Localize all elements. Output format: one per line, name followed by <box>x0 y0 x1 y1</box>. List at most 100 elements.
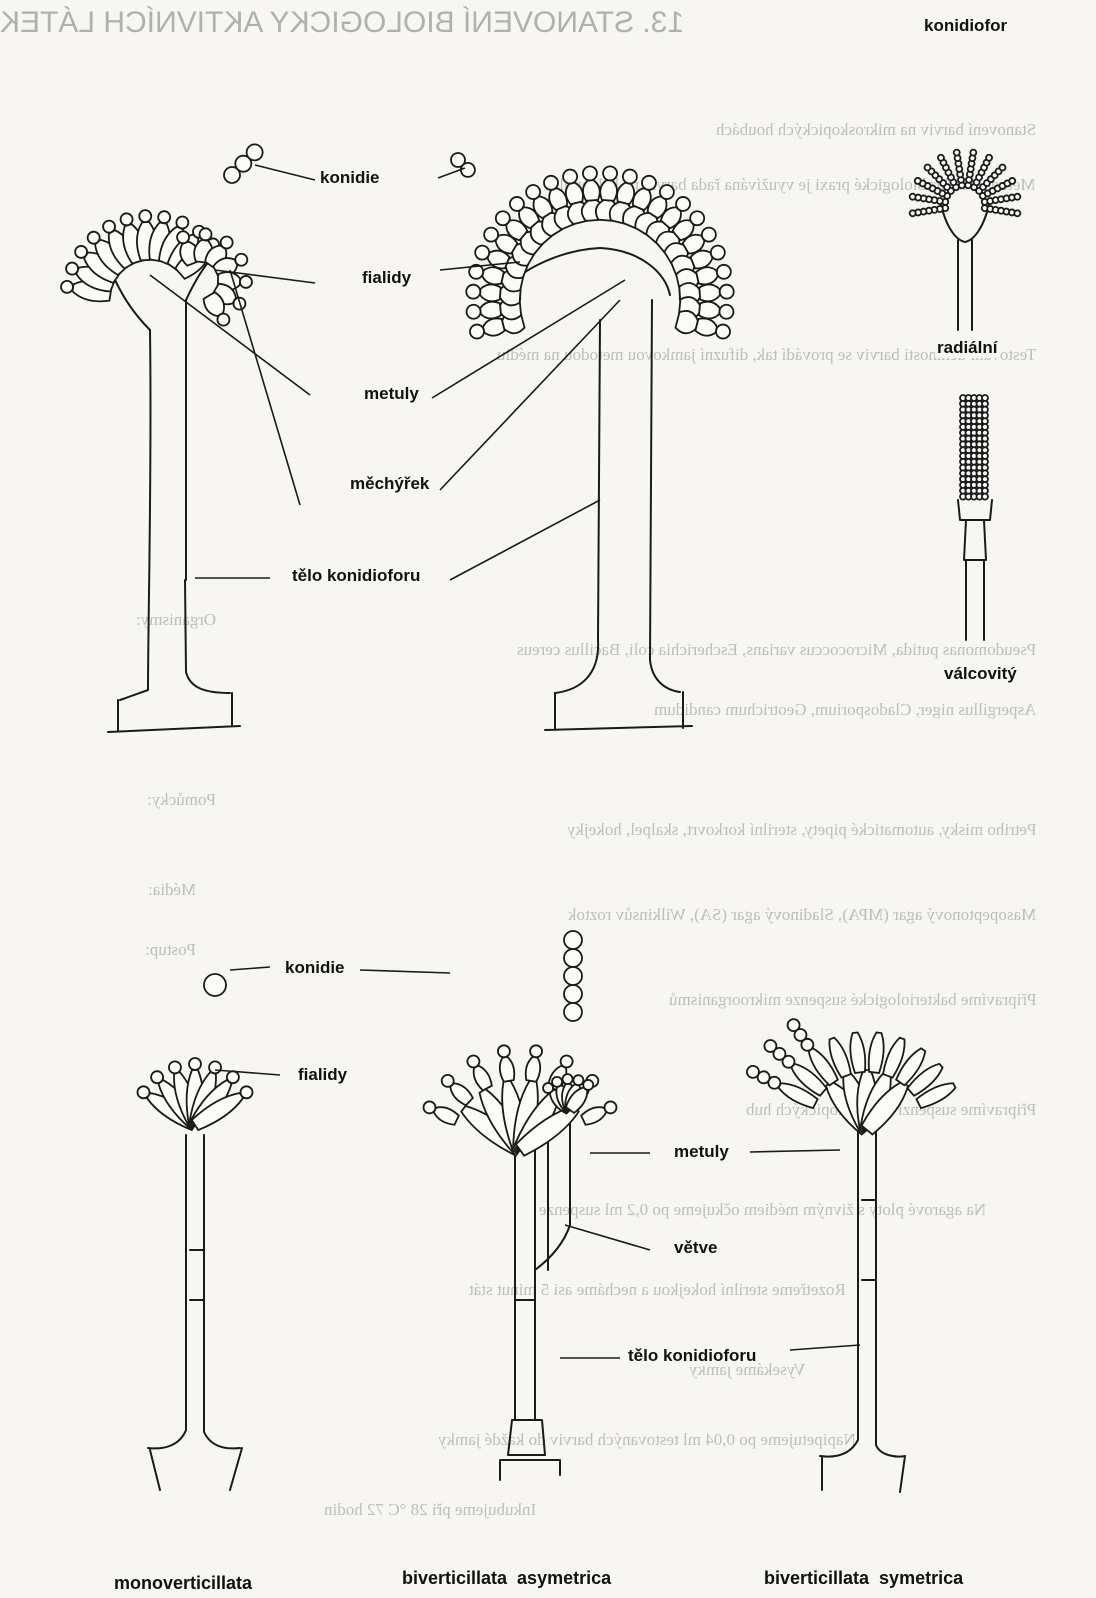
label-telo-konidioforu-top: tělo konidioforu <box>290 566 422 586</box>
phialide <box>480 284 501 301</box>
label-vetve: větve <box>672 1238 719 1258</box>
radial-conidium <box>938 155 944 161</box>
phialide <box>482 267 503 284</box>
radial-conidium <box>1014 194 1020 200</box>
conidium <box>564 967 582 985</box>
conidium <box>530 1045 542 1057</box>
conidium <box>561 1056 573 1068</box>
conidium <box>603 166 617 180</box>
conidium <box>204 974 226 996</box>
conidium <box>660 185 674 199</box>
phialide <box>526 1057 540 1082</box>
conidium <box>690 211 704 225</box>
phialide <box>480 302 501 319</box>
conidium <box>564 931 582 949</box>
column-vesicle <box>958 500 992 520</box>
conidium <box>702 228 716 242</box>
conidium <box>189 1058 201 1070</box>
conidium <box>467 1056 479 1068</box>
conidium <box>564 1003 582 1021</box>
conidium <box>241 1086 253 1098</box>
column-conidium <box>982 494 988 500</box>
conidium <box>88 232 100 244</box>
caption-biverticillata-asymetrica: biverticillata asymetrica <box>400 1568 613 1589</box>
conidium <box>475 246 489 260</box>
conidium <box>583 1080 593 1090</box>
phialide <box>691 251 713 269</box>
conidium <box>240 276 252 288</box>
phialide <box>850 1032 865 1073</box>
conidium <box>604 1101 616 1113</box>
conidium <box>75 246 87 258</box>
label-konidie-bottom: konidie <box>283 958 347 978</box>
conidium <box>552 1077 562 1087</box>
phialide <box>699 284 720 301</box>
caption-biverticillata-symetrica: biverticillata symetrica <box>762 1568 965 1589</box>
radial-conidium <box>986 155 992 161</box>
conidium <box>139 210 151 222</box>
leader-lines <box>150 165 860 1358</box>
conidium <box>176 216 188 228</box>
conidium <box>424 1101 436 1113</box>
conidium <box>158 211 170 223</box>
label-konidiofor: konidiofor <box>922 16 1009 36</box>
conidium <box>467 305 481 319</box>
conidium <box>247 144 263 160</box>
phialide <box>695 318 717 335</box>
radial-conidium <box>1009 178 1015 184</box>
phialide <box>483 318 505 335</box>
conidium <box>137 1086 149 1098</box>
conidium <box>747 1066 759 1078</box>
radial-conidium <box>1014 210 1020 216</box>
radial-conidium <box>970 150 976 156</box>
conidium <box>764 1040 776 1052</box>
conidium <box>544 176 558 190</box>
conidium <box>461 163 475 177</box>
conidium <box>217 314 229 326</box>
cylindrical-head-drawing <box>958 395 992 640</box>
phialide <box>450 1083 473 1105</box>
label-metuly-bottom: metuly <box>672 1142 731 1162</box>
radial-conidium <box>910 210 916 216</box>
phialide <box>566 183 583 205</box>
conidium <box>510 197 524 211</box>
label-mechyrek: měchýřek <box>348 474 431 494</box>
conidium <box>442 1075 454 1087</box>
phialide <box>675 311 697 333</box>
phialide <box>869 1032 884 1073</box>
conidium <box>227 1071 239 1083</box>
conidium <box>235 254 247 266</box>
conidium <box>543 1083 553 1093</box>
mono-stalk <box>148 1135 242 1490</box>
conidium <box>563 170 577 184</box>
biverticillata-asymetrica-drawing <box>424 931 617 1480</box>
conidium <box>564 949 582 967</box>
conidium <box>526 185 540 199</box>
conidium <box>563 1074 573 1084</box>
phialide <box>583 180 600 201</box>
phialide <box>549 188 567 210</box>
label-telo-konidioforu-bottom: tělo konidioforu <box>626 1346 758 1366</box>
label-radialni: radiální <box>935 338 999 358</box>
column-stalk <box>964 520 986 640</box>
conidium <box>209 1061 221 1073</box>
conidium <box>66 263 78 275</box>
conidium <box>573 1075 583 1085</box>
monoverticillata-drawing <box>137 974 252 1490</box>
conidium <box>564 985 582 1003</box>
conidium <box>676 197 690 211</box>
phialide <box>699 302 720 319</box>
conidium <box>623 170 637 184</box>
conidium <box>151 1071 163 1083</box>
radial-conidium <box>910 194 916 200</box>
phialide <box>617 183 634 205</box>
phialide <box>696 267 717 284</box>
conidium <box>711 246 725 260</box>
radial-conidium <box>954 150 960 156</box>
aspergillus-center-conidiophore <box>505 248 692 730</box>
label-fialidy-top: fialidy <box>360 268 413 288</box>
conidium <box>720 285 734 299</box>
radial-stalk <box>958 240 972 330</box>
radial-head-drawing <box>910 150 1021 330</box>
